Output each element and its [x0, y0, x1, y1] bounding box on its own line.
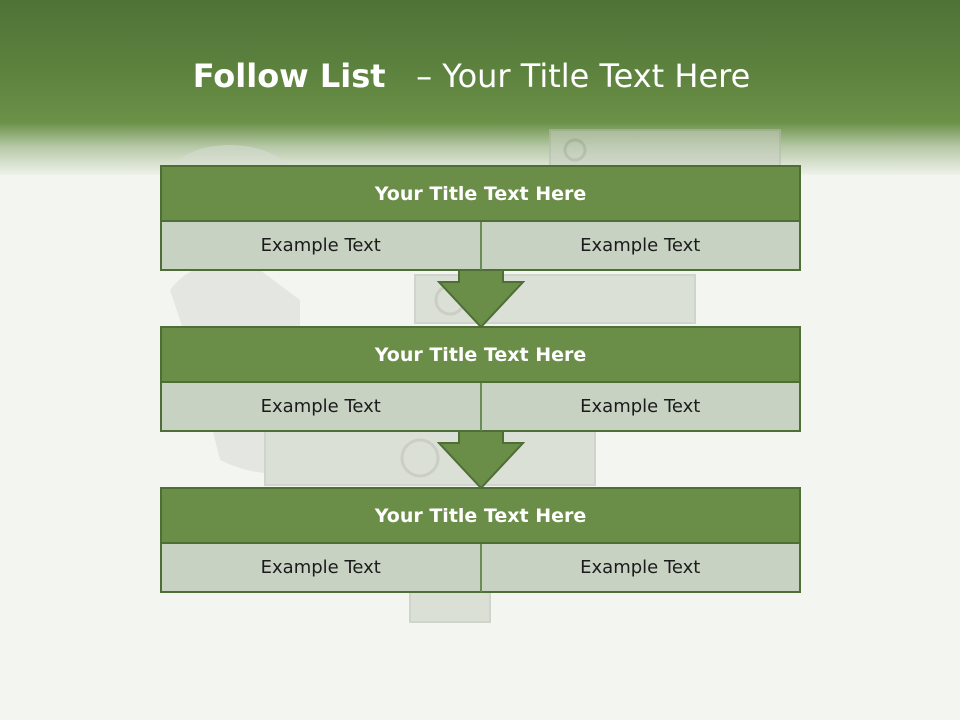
- block-cell-left: Example Text: [160, 544, 482, 593]
- block-cell-right: Example Text: [481, 544, 801, 593]
- block-row: Example Text Example Text: [160, 544, 801, 593]
- title-rest: Your Title Text Here: [442, 57, 751, 95]
- header-band: [0, 0, 960, 175]
- down-arrow-icon: [437, 431, 525, 489]
- title-separator: –: [416, 57, 433, 95]
- block-cell-right: Example Text: [481, 222, 801, 271]
- slide-title: Follow List – Your Title Text Here: [0, 54, 943, 98]
- block-row: Example Text Example Text: [160, 222, 801, 271]
- title-bold: Follow List: [192, 57, 386, 95]
- down-arrow-icon: [437, 270, 525, 328]
- block-row: Example Text Example Text: [160, 383, 801, 432]
- block-cell-left: Example Text: [160, 222, 482, 271]
- list-block-3: Your Title Text Here Example Text Exampl…: [160, 487, 801, 593]
- block-title: Your Title Text Here: [160, 326, 801, 383]
- list-block-2: Your Title Text Here Example Text Exampl…: [160, 326, 801, 432]
- block-title: Your Title Text Here: [160, 165, 801, 222]
- block-title: Your Title Text Here: [160, 487, 801, 544]
- block-cell-left: Example Text: [160, 383, 482, 432]
- list-block-1: Your Title Text Here Example Text Exampl…: [160, 165, 801, 271]
- block-cell-right: Example Text: [481, 383, 801, 432]
